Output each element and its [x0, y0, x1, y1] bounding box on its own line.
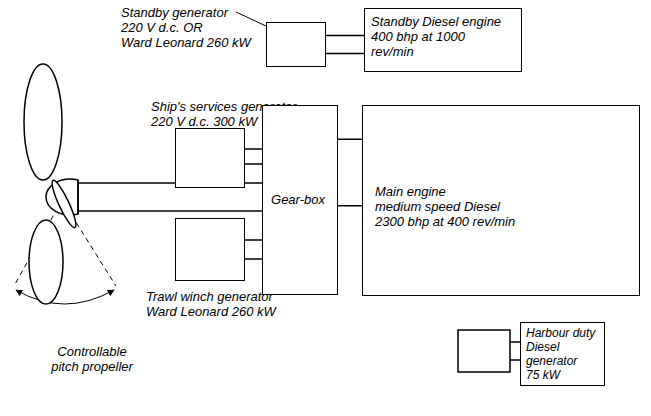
shaft-line: [76, 210, 262, 212]
box-text: medium speed Diesel: [375, 199, 515, 214]
hub-face: [77, 180, 79, 214]
machine-box: Standby generator220 V d.c. ORWard Leona…: [266, 22, 326, 67]
text-group: Standby generator220 V d.c. ORWard Leona…: [121, 5, 251, 50]
machine-box: Harbour duty Diesel generator75 kW: [520, 322, 605, 386]
machine-label: Trawl winch generator: [146, 289, 276, 304]
machine-box: Ship's services generator220 V d.c. 300 …: [175, 128, 245, 188]
box-text: 2300 bhp at 400 rev/min: [375, 214, 515, 229]
box-text: Harbour duty Diesel generator: [526, 326, 600, 368]
pitch-arc: [16, 290, 114, 304]
coupling-line: [510, 359, 520, 361]
propeller-blade: [24, 64, 62, 180]
box-text: Main engine: [375, 184, 515, 199]
shaft-coupling: [245, 149, 262, 164]
text-group: Gear-box: [263, 192, 333, 207]
box-text: Gear-box: [263, 192, 333, 207]
shaft-coupling: [338, 139, 362, 206]
text-group: Standby Diesel engine400 bhp at 1000 rev…: [371, 14, 501, 59]
text-group: Trawl winch generatorWard Leonard 260 kW: [146, 289, 276, 319]
leader-line: [236, 12, 266, 26]
box-text: 75 kW: [526, 368, 600, 382]
text-group: Harbour duty Diesel generator75 kW: [526, 326, 600, 382]
machine-label: Ward Leonard 260 kW: [146, 304, 276, 319]
propeller-blade: [29, 220, 63, 304]
propeller-blade: [48, 178, 79, 229]
engine-box: Main enginemedium speed Diesel2300 bhp a…: [362, 105, 640, 296]
shaft-coupling: [326, 36, 364, 54]
box-text: 400 bhp at 1000 rev/min: [371, 29, 481, 59]
machine-box: Trawl winch generatorWard Leonard 260 kW: [175, 218, 245, 281]
shaft-coupling: [245, 240, 262, 259]
machine-label: Standby generator: [121, 5, 251, 20]
text-group: Main enginemedium speed Diesel2300 bhp a…: [375, 184, 515, 229]
coupling-line: [510, 341, 520, 343]
machine-label: 220 V d.c. OR: [121, 20, 251, 35]
box-text: Standby Diesel engine: [371, 14, 501, 29]
machine-label: Ward Leonard 260 kW: [121, 35, 251, 50]
propeller-label: Controllable pitch propeller: [42, 344, 142, 374]
gearbox-box: Gear-box: [262, 105, 338, 295]
machine-box: Standby Diesel engine400 bhp at 1000 rev…: [364, 8, 522, 72]
generator-box: [458, 330, 510, 372]
